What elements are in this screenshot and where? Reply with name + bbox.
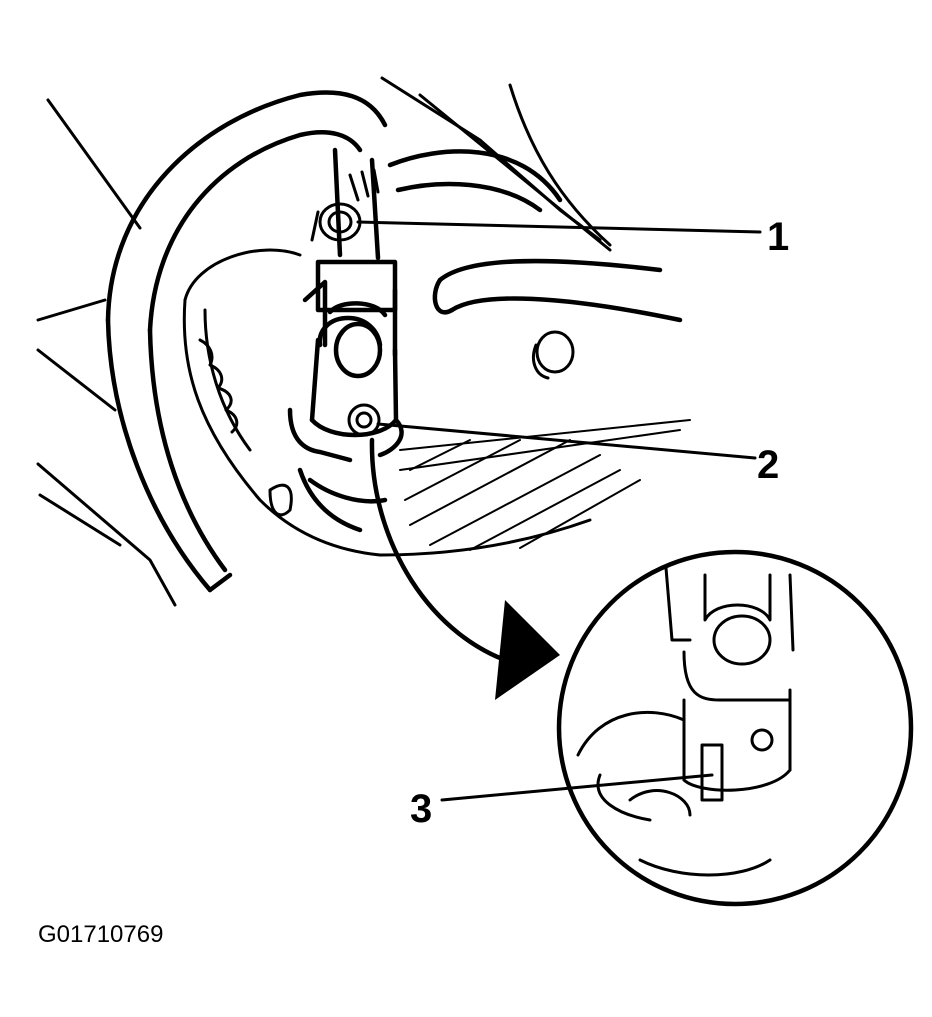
intermediate-shaft <box>287 147 404 533</box>
detail-inset <box>556 549 914 907</box>
detail-arrow <box>369 437 560 700</box>
callout-label-2: 2 <box>757 443 779 487</box>
hoses-right <box>387 149 683 323</box>
leader-line-3 <box>440 773 714 802</box>
leader-line-2 <box>376 422 757 460</box>
figure-id: G01710769 <box>38 921 163 948</box>
lower-pinch-bolt <box>347 403 381 437</box>
pedal-bracket <box>105 90 388 593</box>
leader-line-1 <box>356 220 762 234</box>
gear-housing <box>182 248 592 557</box>
callout-label-1: 1 <box>767 215 789 259</box>
callout-label-3: 3 <box>410 787 432 831</box>
upper-pinch-bolt <box>310 168 380 242</box>
floor-hatching <box>399 419 691 551</box>
nut-right <box>532 330 575 380</box>
background-structure <box>36 76 612 607</box>
leader-lines <box>356 220 762 802</box>
